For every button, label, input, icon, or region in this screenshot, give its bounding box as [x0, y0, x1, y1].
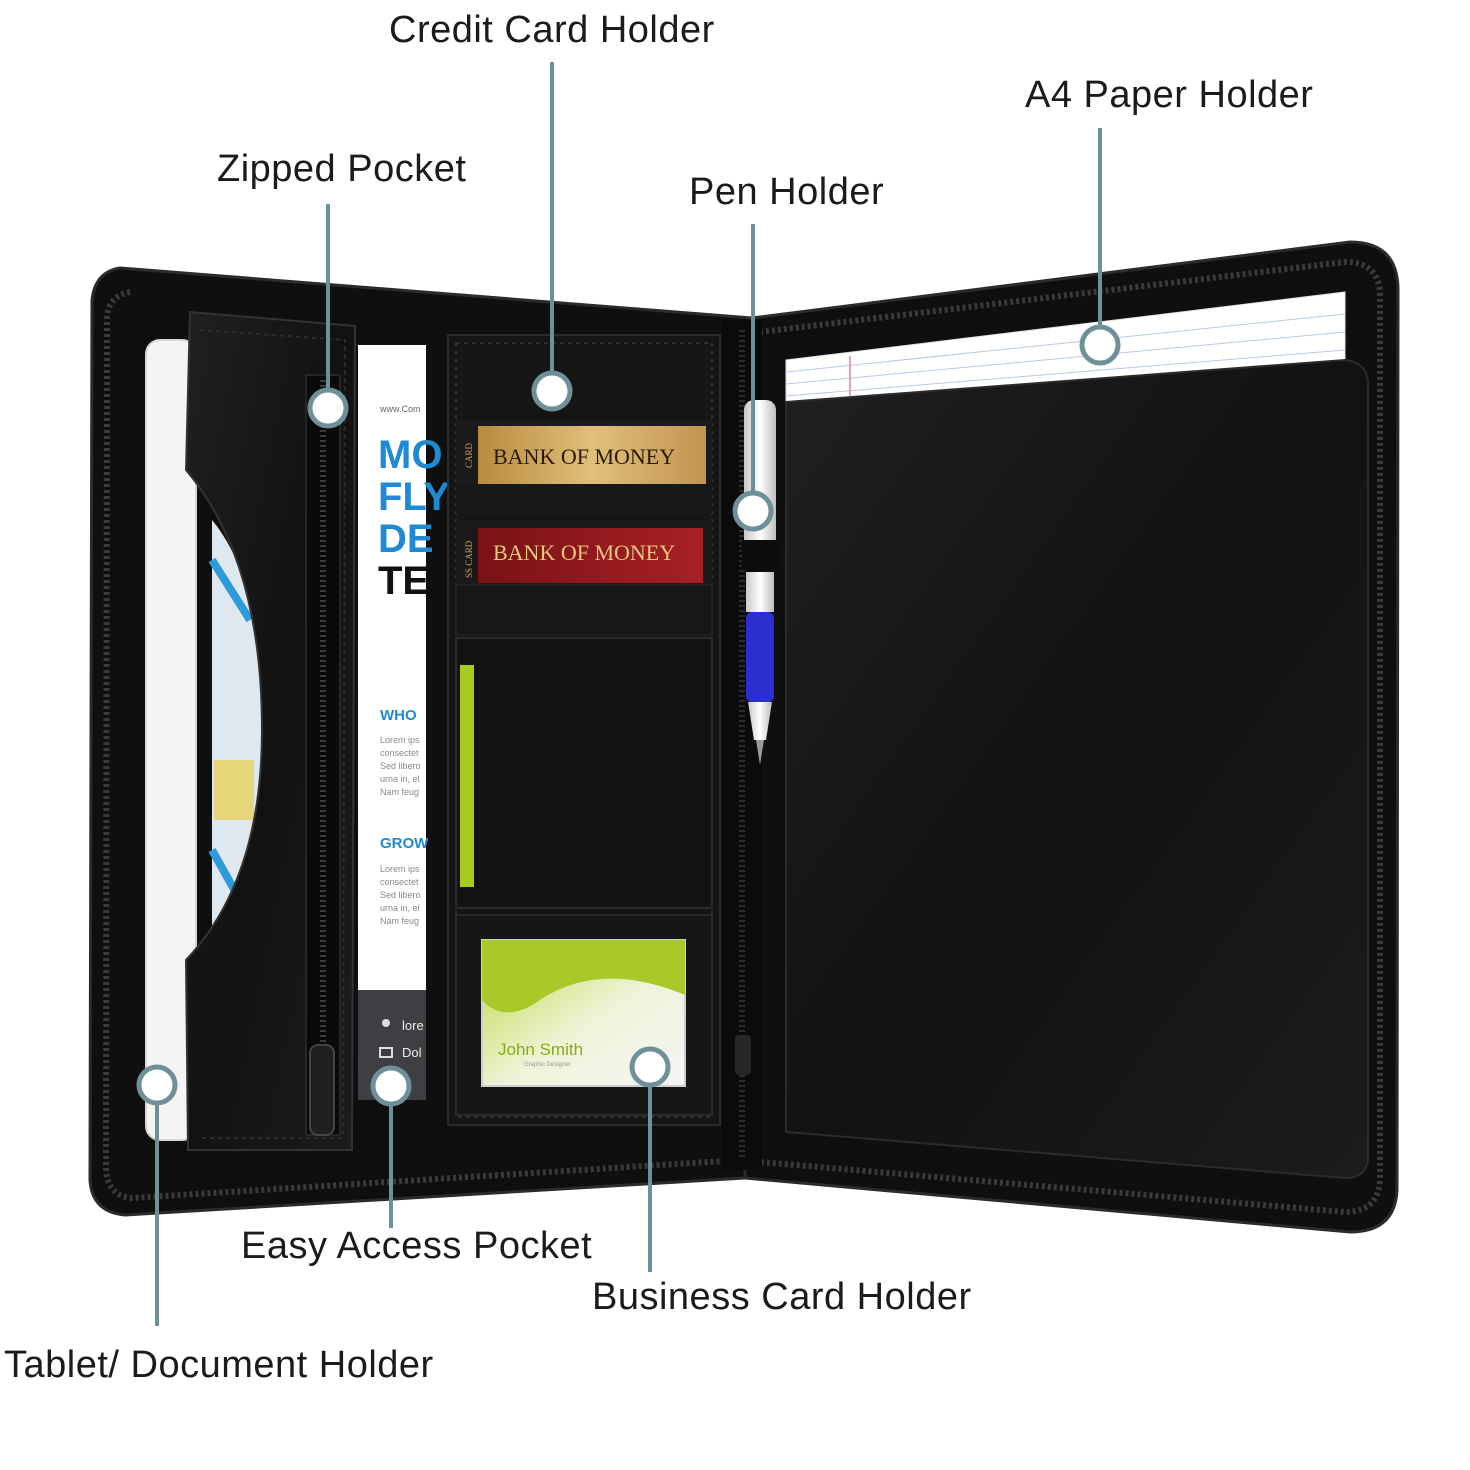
- label-pen-holder: Pen Holder: [689, 171, 884, 213]
- brochure-section1: WHO: [380, 707, 417, 724]
- marker-business-card: [629, 1046, 671, 1088]
- marker-zipped-pocket: [307, 387, 349, 429]
- label-business-card-holder: Business Card Holder: [592, 1276, 972, 1318]
- marker-tablet: [136, 1064, 178, 1106]
- mail-icon: [379, 1047, 393, 1058]
- brochure: [358, 345, 426, 990]
- marker-pen-holder: [732, 490, 774, 532]
- credit-card-gold: [478, 426, 706, 484]
- brochure-head2: FLY: [378, 475, 450, 519]
- card2-side-text: SS CARD: [464, 540, 474, 578]
- marker-easy-access: [370, 1065, 412, 1107]
- lorem-line: urna in, el: [380, 903, 420, 913]
- brochure-head1: MO: [378, 433, 442, 477]
- user-icon: [382, 1019, 390, 1027]
- business-card-title: Graphic Designer: [524, 1062, 571, 1068]
- tablet-screen: [212, 520, 262, 940]
- lorem-line: urna in, el: [380, 774, 420, 784]
- lorem-line: Nam feug: [380, 916, 419, 926]
- brochure-head3: DE: [378, 517, 434, 561]
- tablet: [145, 339, 197, 1141]
- credit-card-red: [478, 528, 703, 583]
- label-credit-card-holder: Credit Card Holder: [389, 9, 715, 51]
- lorem-line: consectet: [380, 748, 419, 758]
- label-a4-paper-holder: A4 Paper Holder: [1025, 74, 1313, 116]
- zipper-pull: [309, 1044, 335, 1136]
- document-pocket: [455, 637, 713, 909]
- card1-text: BANK OF MONEY: [493, 444, 675, 469]
- right-pad-cover: [785, 358, 1369, 1180]
- lorem-line: Sed libero: [380, 890, 421, 900]
- business-card-name: John Smith: [498, 1040, 583, 1059]
- brochure-footer2: Dol: [402, 1045, 422, 1060]
- lorem-line: Nam feug: [380, 787, 419, 797]
- zipper-right: [759, 258, 1383, 1216]
- brochure-section2: GROW: [380, 835, 429, 852]
- lorem-line: Lorem ips: [380, 864, 420, 874]
- zipper-left: [102, 289, 741, 1202]
- marker-a4-paper: [1079, 324, 1121, 366]
- lime-paper: [460, 665, 474, 887]
- label-easy-access-pocket: Easy Access Pocket: [241, 1225, 592, 1267]
- lorem-line: Lorem ips: [380, 735, 420, 745]
- card2-text: BANK OF MONEY: [493, 540, 675, 565]
- label-tablet-document-holder: Tablet/ Document Holder: [4, 1344, 434, 1386]
- card1-side-text: CARD: [464, 442, 474, 468]
- lorem-line: Sed libero: [380, 761, 421, 771]
- lorem-line: consectet: [380, 877, 419, 887]
- marker-credit-card: [531, 370, 573, 412]
- label-zipped-pocket: Zipped Pocket: [217, 148, 466, 190]
- brochure-footer1: lore: [402, 1018, 424, 1033]
- brochure-head4: TE: [378, 559, 429, 603]
- brochure-url: www.Com: [379, 404, 421, 414]
